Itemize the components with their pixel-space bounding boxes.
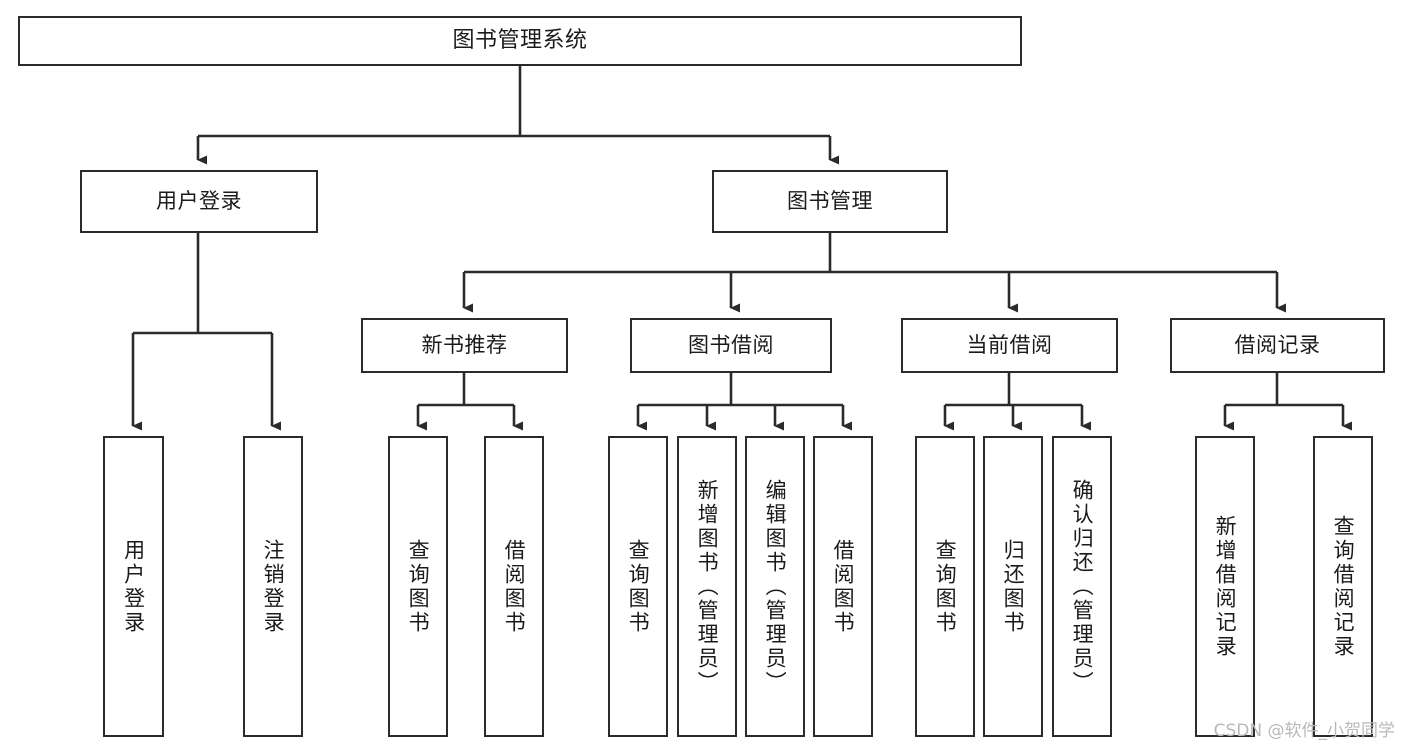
node-user-login[interactable]: 用户登录 [80, 170, 318, 233]
node-book-management[interactable]: 图书管理 [712, 170, 948, 233]
node-label: 图书管理系统 [452, 28, 588, 54]
node-label: 编辑图书（管理员） [763, 478, 788, 695]
csdn-watermark: CSDN @软件_小贺同学 [1213, 721, 1395, 741]
node-label: 借阅图书 [502, 538, 527, 635]
node-label: 新书推荐 [421, 333, 508, 358]
node-label: 查询图书 [406, 538, 431, 635]
node-label: 查询借阅记录 [1331, 514, 1356, 659]
node-label: 当前借阅 [966, 333, 1053, 358]
node-label: 注销登录 [261, 538, 286, 635]
node-label: 新增图书（管理员） [695, 478, 720, 695]
node-label: 查询图书 [626, 538, 651, 635]
node-label: 图书管理 [787, 189, 873, 214]
node-label: 用户登录 [156, 189, 242, 214]
node-current-borrow[interactable]: 当前借阅 [901, 318, 1118, 373]
node-leaf-user-login[interactable]: 用户登录 [103, 436, 164, 737]
node-leaf-borrow-book-recommend[interactable]: 借阅图书 [484, 436, 544, 737]
node-book-borrow[interactable]: 图书借阅 [630, 318, 832, 373]
node-label: 借阅记录 [1234, 333, 1321, 358]
node-leaf-query-borrow-record[interactable]: 查询借阅记录 [1313, 436, 1373, 737]
node-leaf-borrow-book[interactable]: 借阅图书 [813, 436, 873, 737]
node-leaf-query-book-recommend[interactable]: 查询图书 [388, 436, 448, 737]
node-leaf-logout[interactable]: 注销登录 [243, 436, 303, 737]
node-new-book-recommend[interactable]: 新书推荐 [361, 318, 568, 373]
node-root-system[interactable]: 图书管理系统 [18, 16, 1022, 66]
node-leaf-confirm-return-admin[interactable]: 确认归还（管理员） [1052, 436, 1112, 737]
node-label: 新增借阅记录 [1213, 514, 1238, 659]
node-label: 图书借阅 [688, 333, 774, 358]
node-label: 确认归还（管理员） [1070, 478, 1095, 695]
node-label: 归还图书 [1001, 538, 1026, 635]
node-leaf-return-book[interactable]: 归还图书 [983, 436, 1043, 737]
node-leaf-query-book-current[interactable]: 查询图书 [915, 436, 975, 737]
node-label: 用户登录 [121, 538, 146, 635]
node-leaf-add-borrow-record[interactable]: 新增借阅记录 [1195, 436, 1255, 737]
node-leaf-query-book-borrow[interactable]: 查询图书 [608, 436, 668, 737]
node-leaf-edit-book-admin[interactable]: 编辑图书（管理员） [745, 436, 805, 737]
node-label: 借阅图书 [831, 538, 856, 635]
node-leaf-add-book-admin[interactable]: 新增图书（管理员） [677, 436, 737, 737]
node-borrow-record[interactable]: 借阅记录 [1170, 318, 1385, 373]
node-label: 查询图书 [933, 538, 958, 635]
